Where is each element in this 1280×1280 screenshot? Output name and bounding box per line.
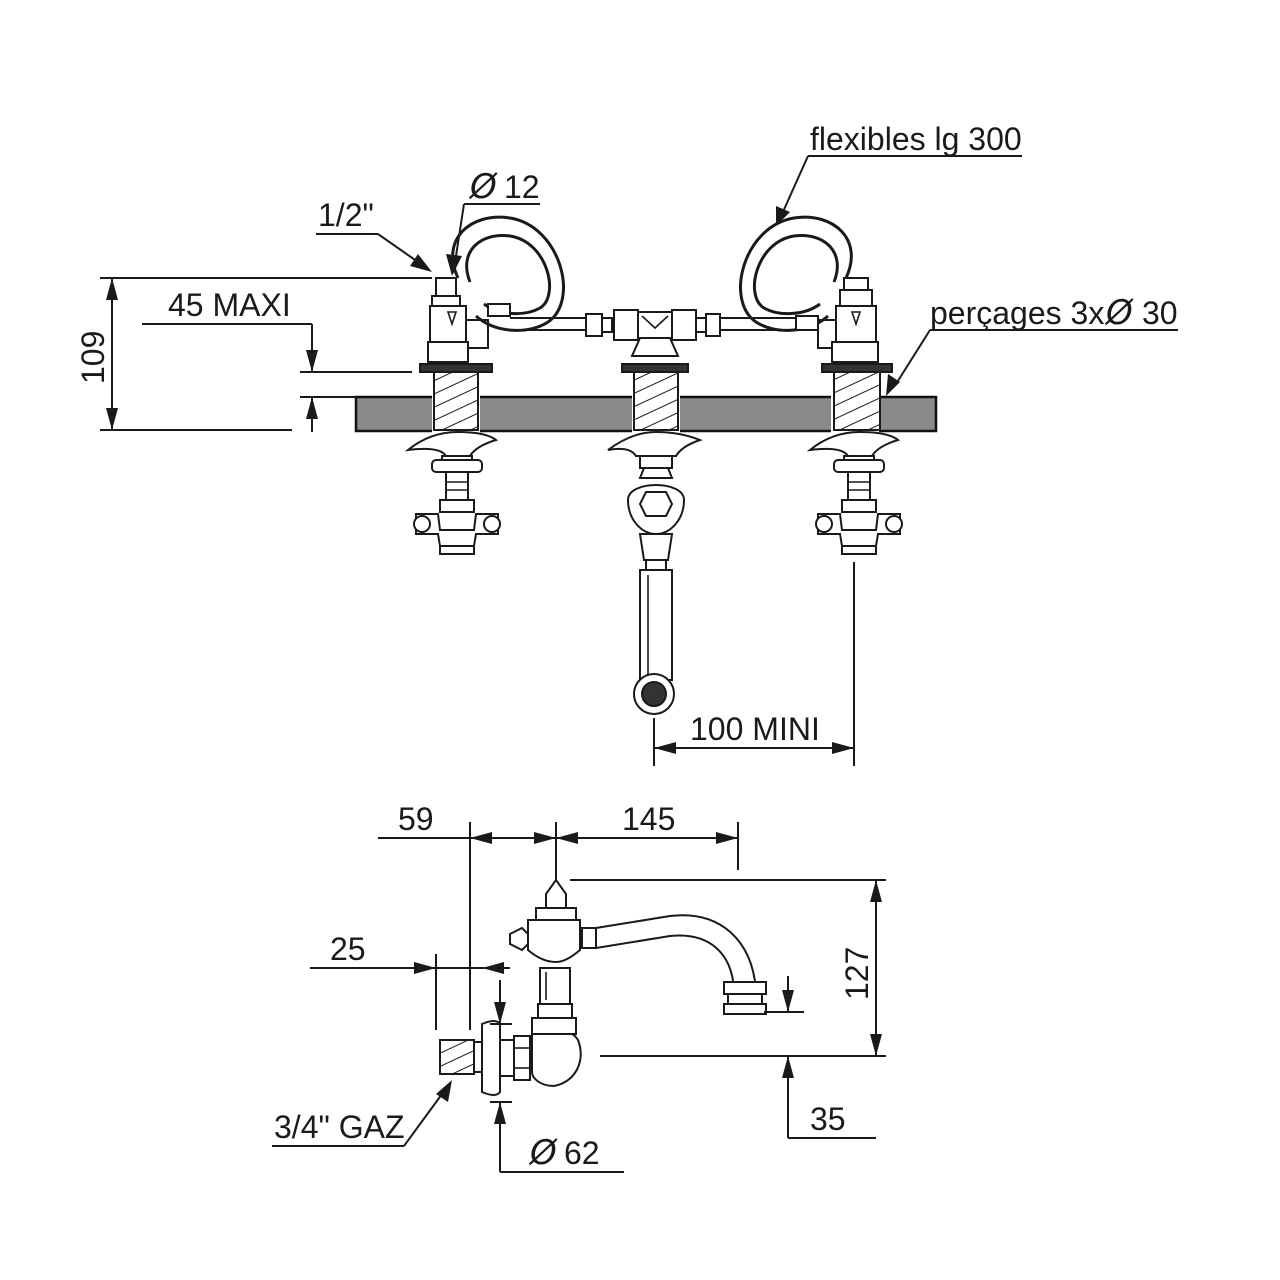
label-109: 109 bbox=[75, 331, 111, 384]
dim-flexibles: flexibles lg 300 bbox=[776, 121, 1022, 226]
label-59: 59 bbox=[398, 801, 434, 837]
inlet-thread bbox=[439, 1039, 483, 1075]
dim-145: 145 bbox=[555, 801, 739, 880]
label-holes-val: 30 bbox=[1142, 295, 1178, 331]
dim-35: 35 bbox=[764, 976, 876, 1139]
dim-half-inch: 1/2" bbox=[316, 197, 432, 272]
right-valve bbox=[806, 277, 903, 555]
central-tee bbox=[585, 309, 721, 431]
dim-59: 59 bbox=[378, 801, 556, 1030]
dim-diam-62: Ø 62 bbox=[490, 980, 624, 1173]
label-35: 35 bbox=[810, 1101, 846, 1137]
label-127: 127 bbox=[839, 947, 875, 1000]
front-view: flexibles lg 300 Ø 12 1/2" 109 bbox=[75, 121, 1178, 766]
flexible-hose-left bbox=[451, 215, 600, 332]
side-view: 59 145 25 127 bbox=[272, 801, 886, 1173]
label-100-mini: 100 MINI bbox=[690, 711, 820, 747]
label-diam62: 62 bbox=[564, 1135, 600, 1171]
label-half-inch: 1/2" bbox=[318, 197, 374, 233]
dim-diam-12: Ø 12 bbox=[446, 167, 540, 276]
holes-symbol: Ø bbox=[1104, 293, 1134, 333]
label-diam12: 12 bbox=[504, 169, 540, 205]
flexible-hose-right bbox=[712, 215, 853, 332]
tap-body bbox=[509, 878, 597, 1088]
dim-45-maxi: 45 MAXI bbox=[142, 287, 412, 432]
diam62-symbol: Ø bbox=[528, 1133, 558, 1173]
left-valve bbox=[404, 277, 501, 555]
dim-gaz: 3/4" GAZ bbox=[272, 1080, 452, 1147]
label-45-maxi: 45 MAXI bbox=[168, 287, 291, 323]
spout-side bbox=[595, 914, 767, 1015]
label-145: 145 bbox=[622, 801, 675, 837]
dim-holes: perçages 3x Ø 30 bbox=[886, 293, 1178, 396]
label-flexibles: flexibles lg 300 bbox=[810, 121, 1022, 157]
spout-front bbox=[607, 430, 703, 715]
wall-flange bbox=[481, 1020, 531, 1096]
dim-127: 127 bbox=[570, 879, 886, 1057]
label-gaz: 3/4" GAZ bbox=[274, 1109, 405, 1145]
label-holes-prefix: perçages 3x bbox=[930, 295, 1104, 331]
dim-109: 109 bbox=[75, 277, 432, 431]
label-25: 25 bbox=[330, 931, 366, 967]
dim-25: 25 bbox=[310, 931, 510, 1030]
diam12-symbol: Ø bbox=[468, 167, 498, 207]
dim-100-mini: 100 MINI bbox=[653, 562, 855, 766]
